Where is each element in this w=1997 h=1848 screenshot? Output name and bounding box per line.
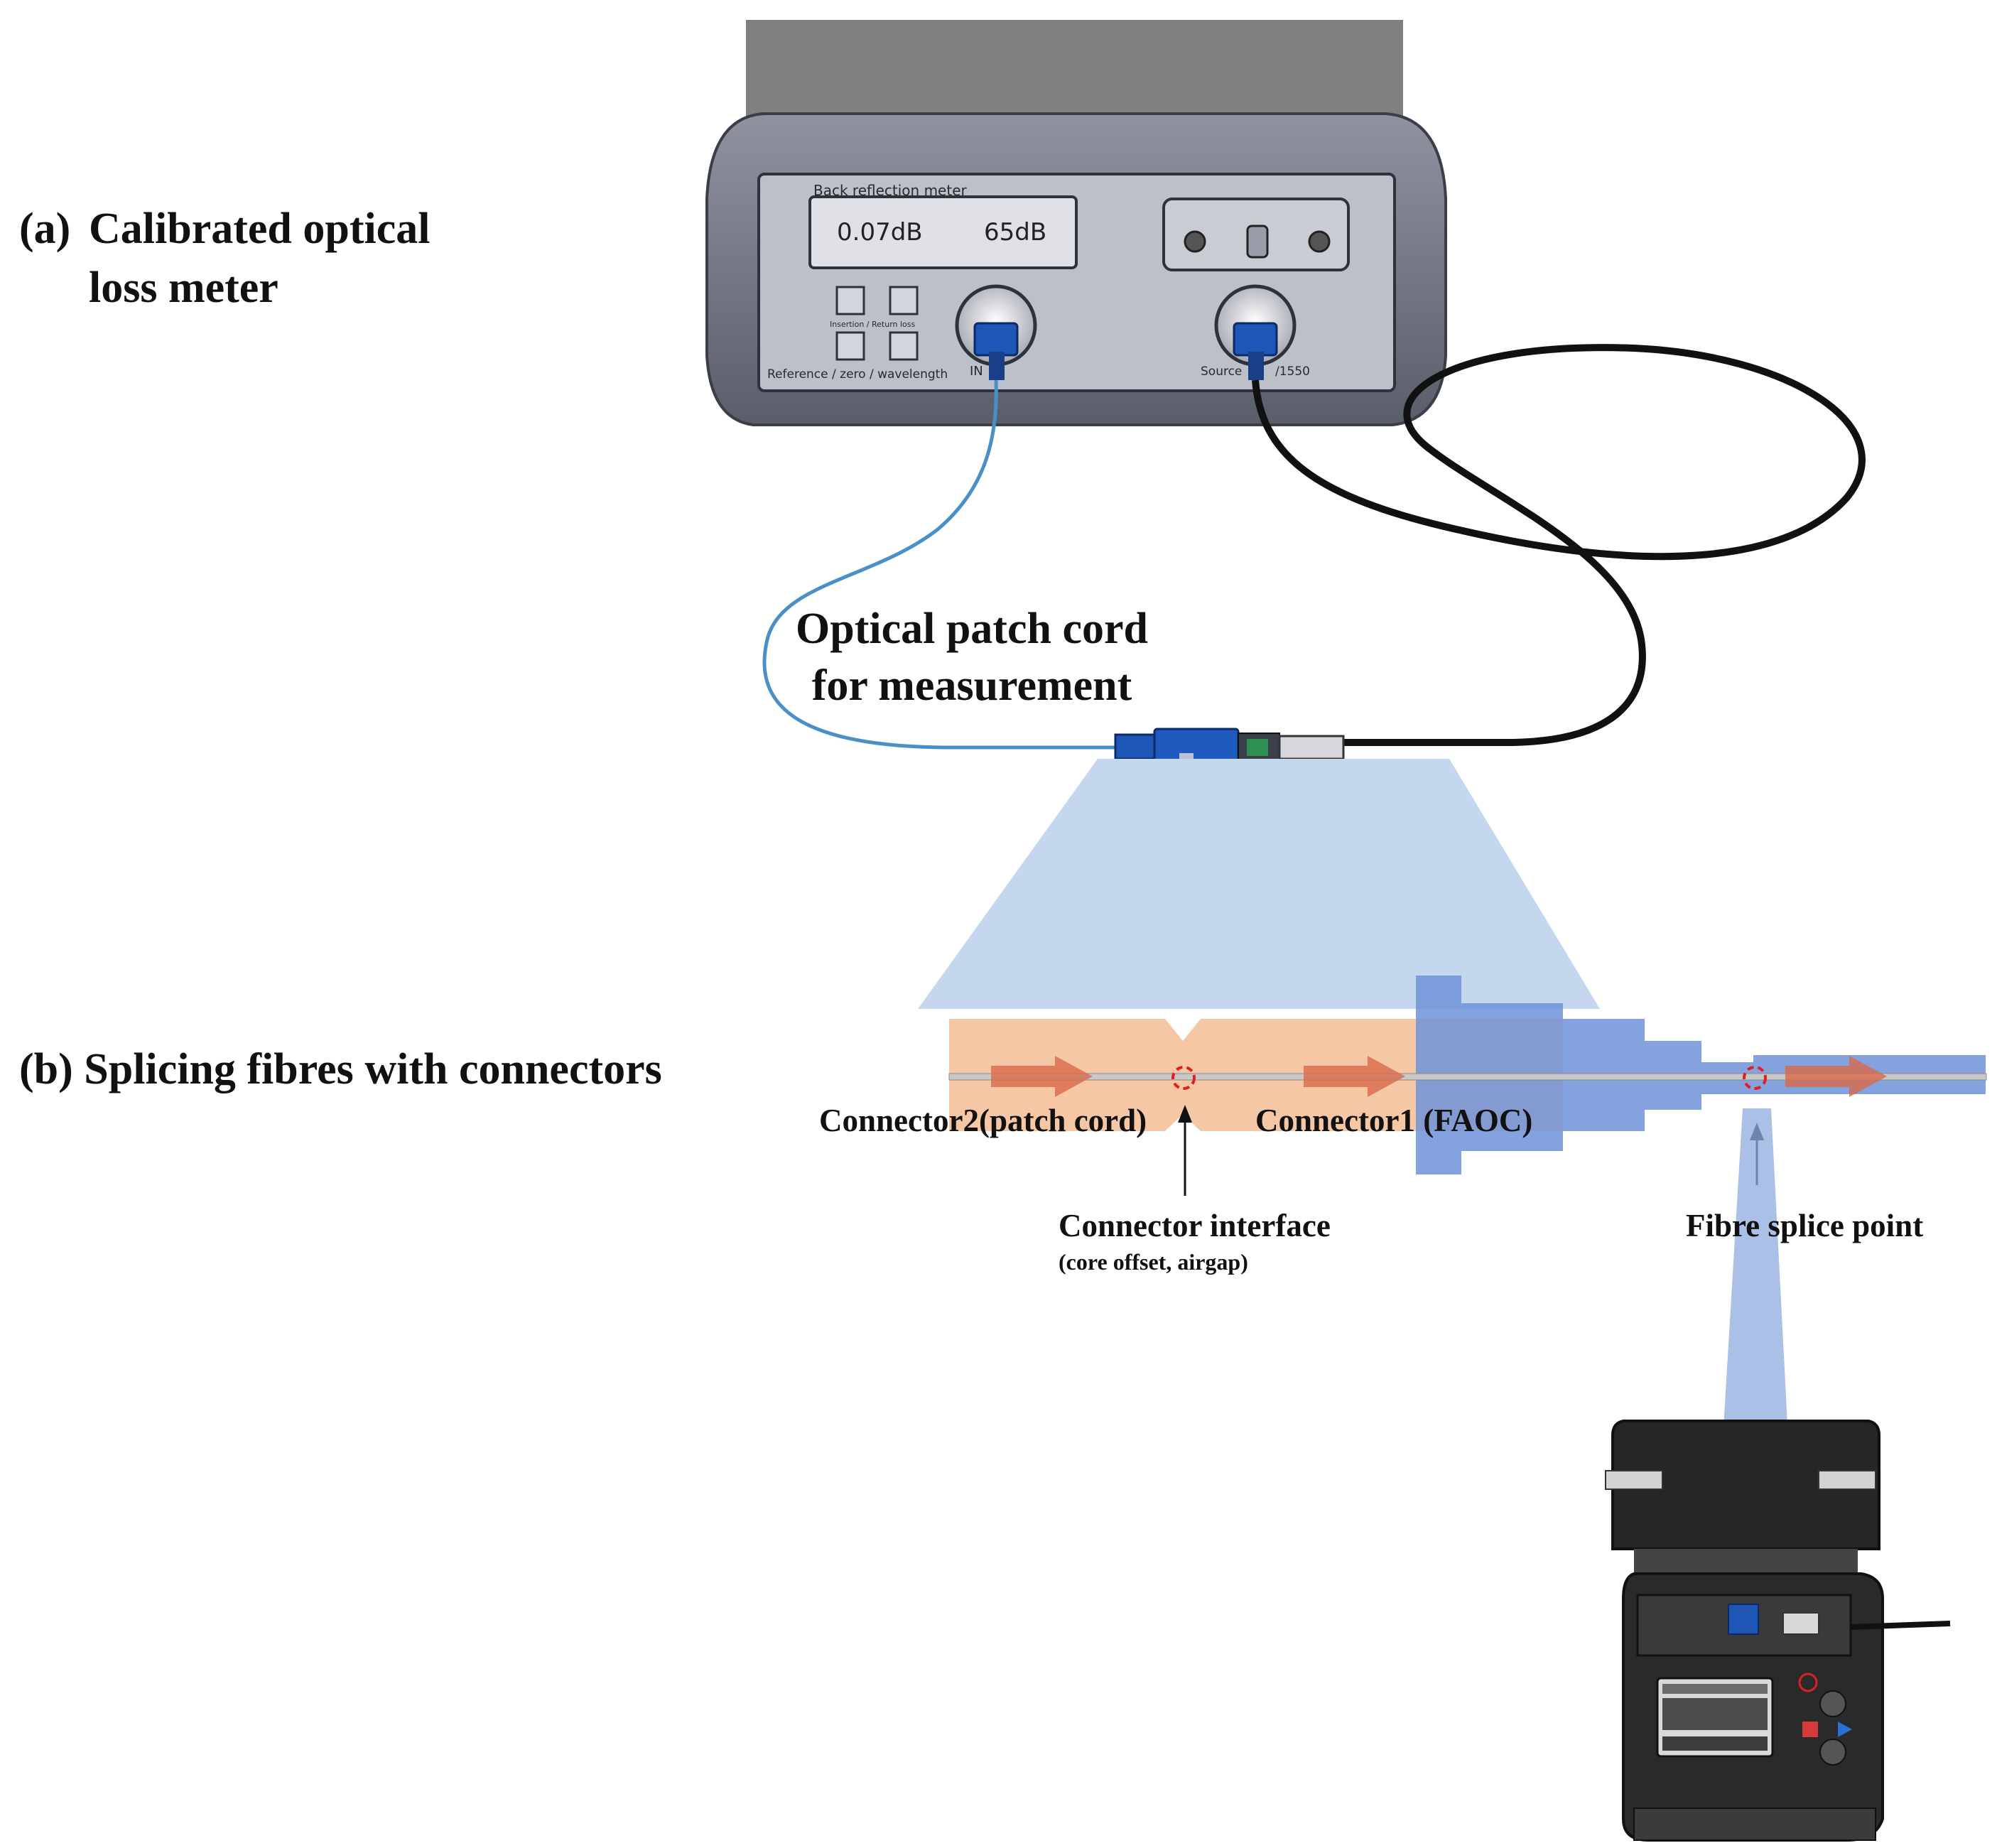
fibre-splice-point-label: Fibre splice point [1686, 1208, 1923, 1243]
part-a-label: (a) Calibrated optical loss meter [19, 205, 430, 312]
connector1-label: Connector1 (FAOC) [1255, 1103, 1532, 1138]
port-connector-boot [989, 352, 1005, 380]
splicer-heater [1782, 1612, 1819, 1635]
splicer-screen-panel [1662, 1698, 1768, 1730]
port-source-label: Source [1201, 364, 1242, 379]
part-a-title-line2: loss meter [89, 264, 278, 312]
splicer-v-groove-blue [1728, 1604, 1759, 1635]
faoc-sleeve [1278, 735, 1345, 760]
meter-keypad: Insertion / Return loss Reference / zero… [767, 286, 948, 382]
meter-key[interactable] [835, 286, 865, 315]
part-a-title-line1: Calibrated optical [89, 205, 430, 253]
port-connector-boot [1248, 352, 1264, 380]
meter-key-caption: Insertion / Return loss [830, 320, 916, 329]
connector2-label: Connector2(patch cord) [819, 1103, 1147, 1138]
loss-meter-device: Back reflection meter 0.07dB 65dB Insert… [705, 20, 1447, 426]
splicer-lid [1611, 1420, 1880, 1550]
splicer-up-button[interactable] [1819, 1690, 1846, 1717]
splicer-stop-button[interactable] [1802, 1722, 1818, 1737]
connector-interface-marker [1171, 1066, 1196, 1090]
patch-cord-label-line1: Optical patch cord [796, 605, 1148, 653]
meter-reading-loss: 0.07dB [837, 218, 923, 247]
fibre-core-line [948, 1073, 1987, 1081]
port-in-label: IN [970, 364, 983, 379]
meter-reading-return: 65dB [984, 218, 1046, 247]
splice-point-marker [1743, 1066, 1767, 1090]
connector-interface-label: Connector interface [1059, 1208, 1331, 1243]
black-source-cable [1252, 344, 1866, 746]
splicer-down-button[interactable] [1819, 1739, 1846, 1766]
direction-arrow-2 [1304, 1056, 1405, 1097]
part-a-letter: (a) [19, 205, 70, 253]
cable-connector-assembly [1114, 728, 1345, 767]
blue-patch-cord [762, 379, 1115, 750]
patch-cord-label-line2: for measurement [812, 661, 1132, 710]
patch-cord-connector [1114, 733, 1158, 760]
source-screw-icon [1308, 230, 1331, 253]
splicer-lid-clamp-left [1605, 1470, 1663, 1490]
direction-arrow-3 [1785, 1056, 1887, 1097]
port-connector-blue [1233, 322, 1278, 357]
splicer-alert-icon [1798, 1673, 1818, 1692]
splicer-output-cable [1850, 1621, 1951, 1630]
meter-lcd-display [808, 195, 1078, 269]
connector-interface-note: (core offset, airgap) [1059, 1249, 1248, 1275]
patch-cord-label: Optical patch cord for measurement [796, 605, 1148, 710]
port-connector-blue [973, 322, 1019, 357]
source-toggle-icon[interactable] [1246, 225, 1269, 259]
splicer-base [1633, 1808, 1876, 1841]
fusion-splicer-device [1605, 1420, 1951, 1842]
part-b-title: (b) Splicing fibres with connectors [19, 1045, 662, 1093]
splicer-lid-clamp-right [1818, 1470, 1876, 1490]
splicer-screen-titlebar [1662, 1684, 1768, 1694]
meter-key[interactable] [889, 331, 919, 361]
faoc-boot-green [1247, 739, 1268, 756]
meter-bottom-caption: Reference / zero / wavelength [767, 367, 948, 382]
pointer-arrowhead [1178, 1105, 1192, 1123]
zoom-projection [918, 759, 1600, 1009]
port-source-suffix: /1550 [1275, 364, 1310, 379]
splicer-play-button[interactable] [1838, 1722, 1852, 1737]
source-screw-icon [1184, 230, 1206, 253]
meter-key[interactable] [889, 286, 919, 315]
meter-key[interactable] [835, 331, 865, 361]
splicer-hinge [1634, 1549, 1858, 1574]
splice-cross-section [948, 976, 1987, 1196]
splicer-screen-footer [1662, 1736, 1768, 1751]
direction-arrow-1 [991, 1056, 1093, 1097]
meter-port-source[interactable] [1214, 284, 1297, 380]
meter-port-in[interactable] [955, 284, 1037, 380]
